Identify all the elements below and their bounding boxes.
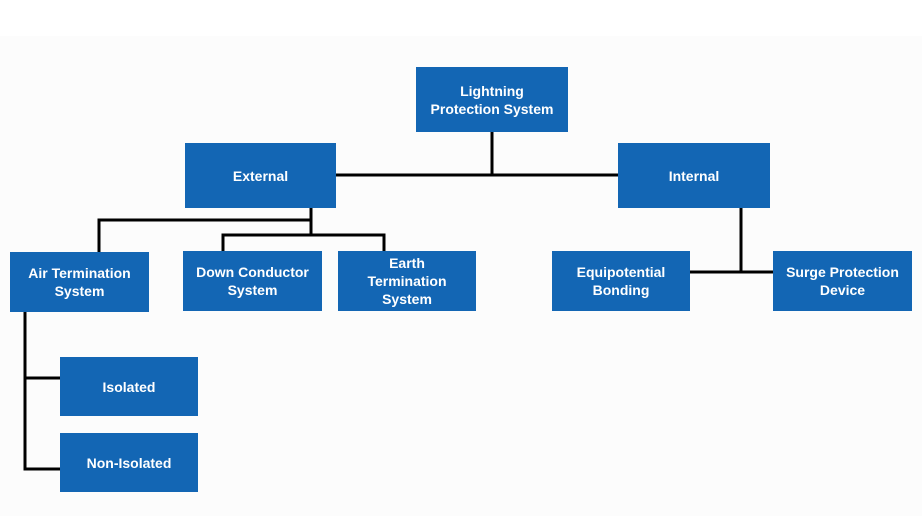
node-earth-termination-system: Earth Termination System: [338, 251, 476, 311]
node-lightning-protection-system-label: Lightning Protection System: [430, 82, 554, 117]
node-lightning-protection-system: Lightning Protection System: [416, 67, 568, 132]
node-isolated-label: Isolated: [102, 378, 156, 395]
node-surge-protection-device: Surge Protection Device: [773, 251, 912, 311]
node-down-conductor-system: Down Conductor System: [183, 251, 322, 311]
node-external: External: [185, 143, 336, 208]
node-non-isolated: Non-Isolated: [60, 433, 198, 492]
node-internal: Internal: [618, 143, 770, 208]
node-external-label: External: [232, 167, 289, 184]
node-equipotential-bonding: Equipotential Bonding: [552, 251, 690, 311]
node-internal-label: Internal: [668, 167, 720, 184]
node-isolated: Isolated: [60, 357, 198, 416]
node-equipotential-bonding-label: Equipotential Bonding: [576, 264, 666, 298]
node-air-termination-system-label: Air Termination System: [28, 265, 131, 299]
node-air-termination-system: Air Termination System: [10, 252, 149, 312]
node-surge-protection-device-label: Surge Protection Device: [786, 264, 899, 298]
node-down-conductor-system-label: Down Conductor System: [196, 264, 309, 298]
node-non-isolated-label: Non-Isolated: [86, 454, 172, 471]
node-earth-termination-system-label: Earth Termination System: [367, 255, 447, 307]
